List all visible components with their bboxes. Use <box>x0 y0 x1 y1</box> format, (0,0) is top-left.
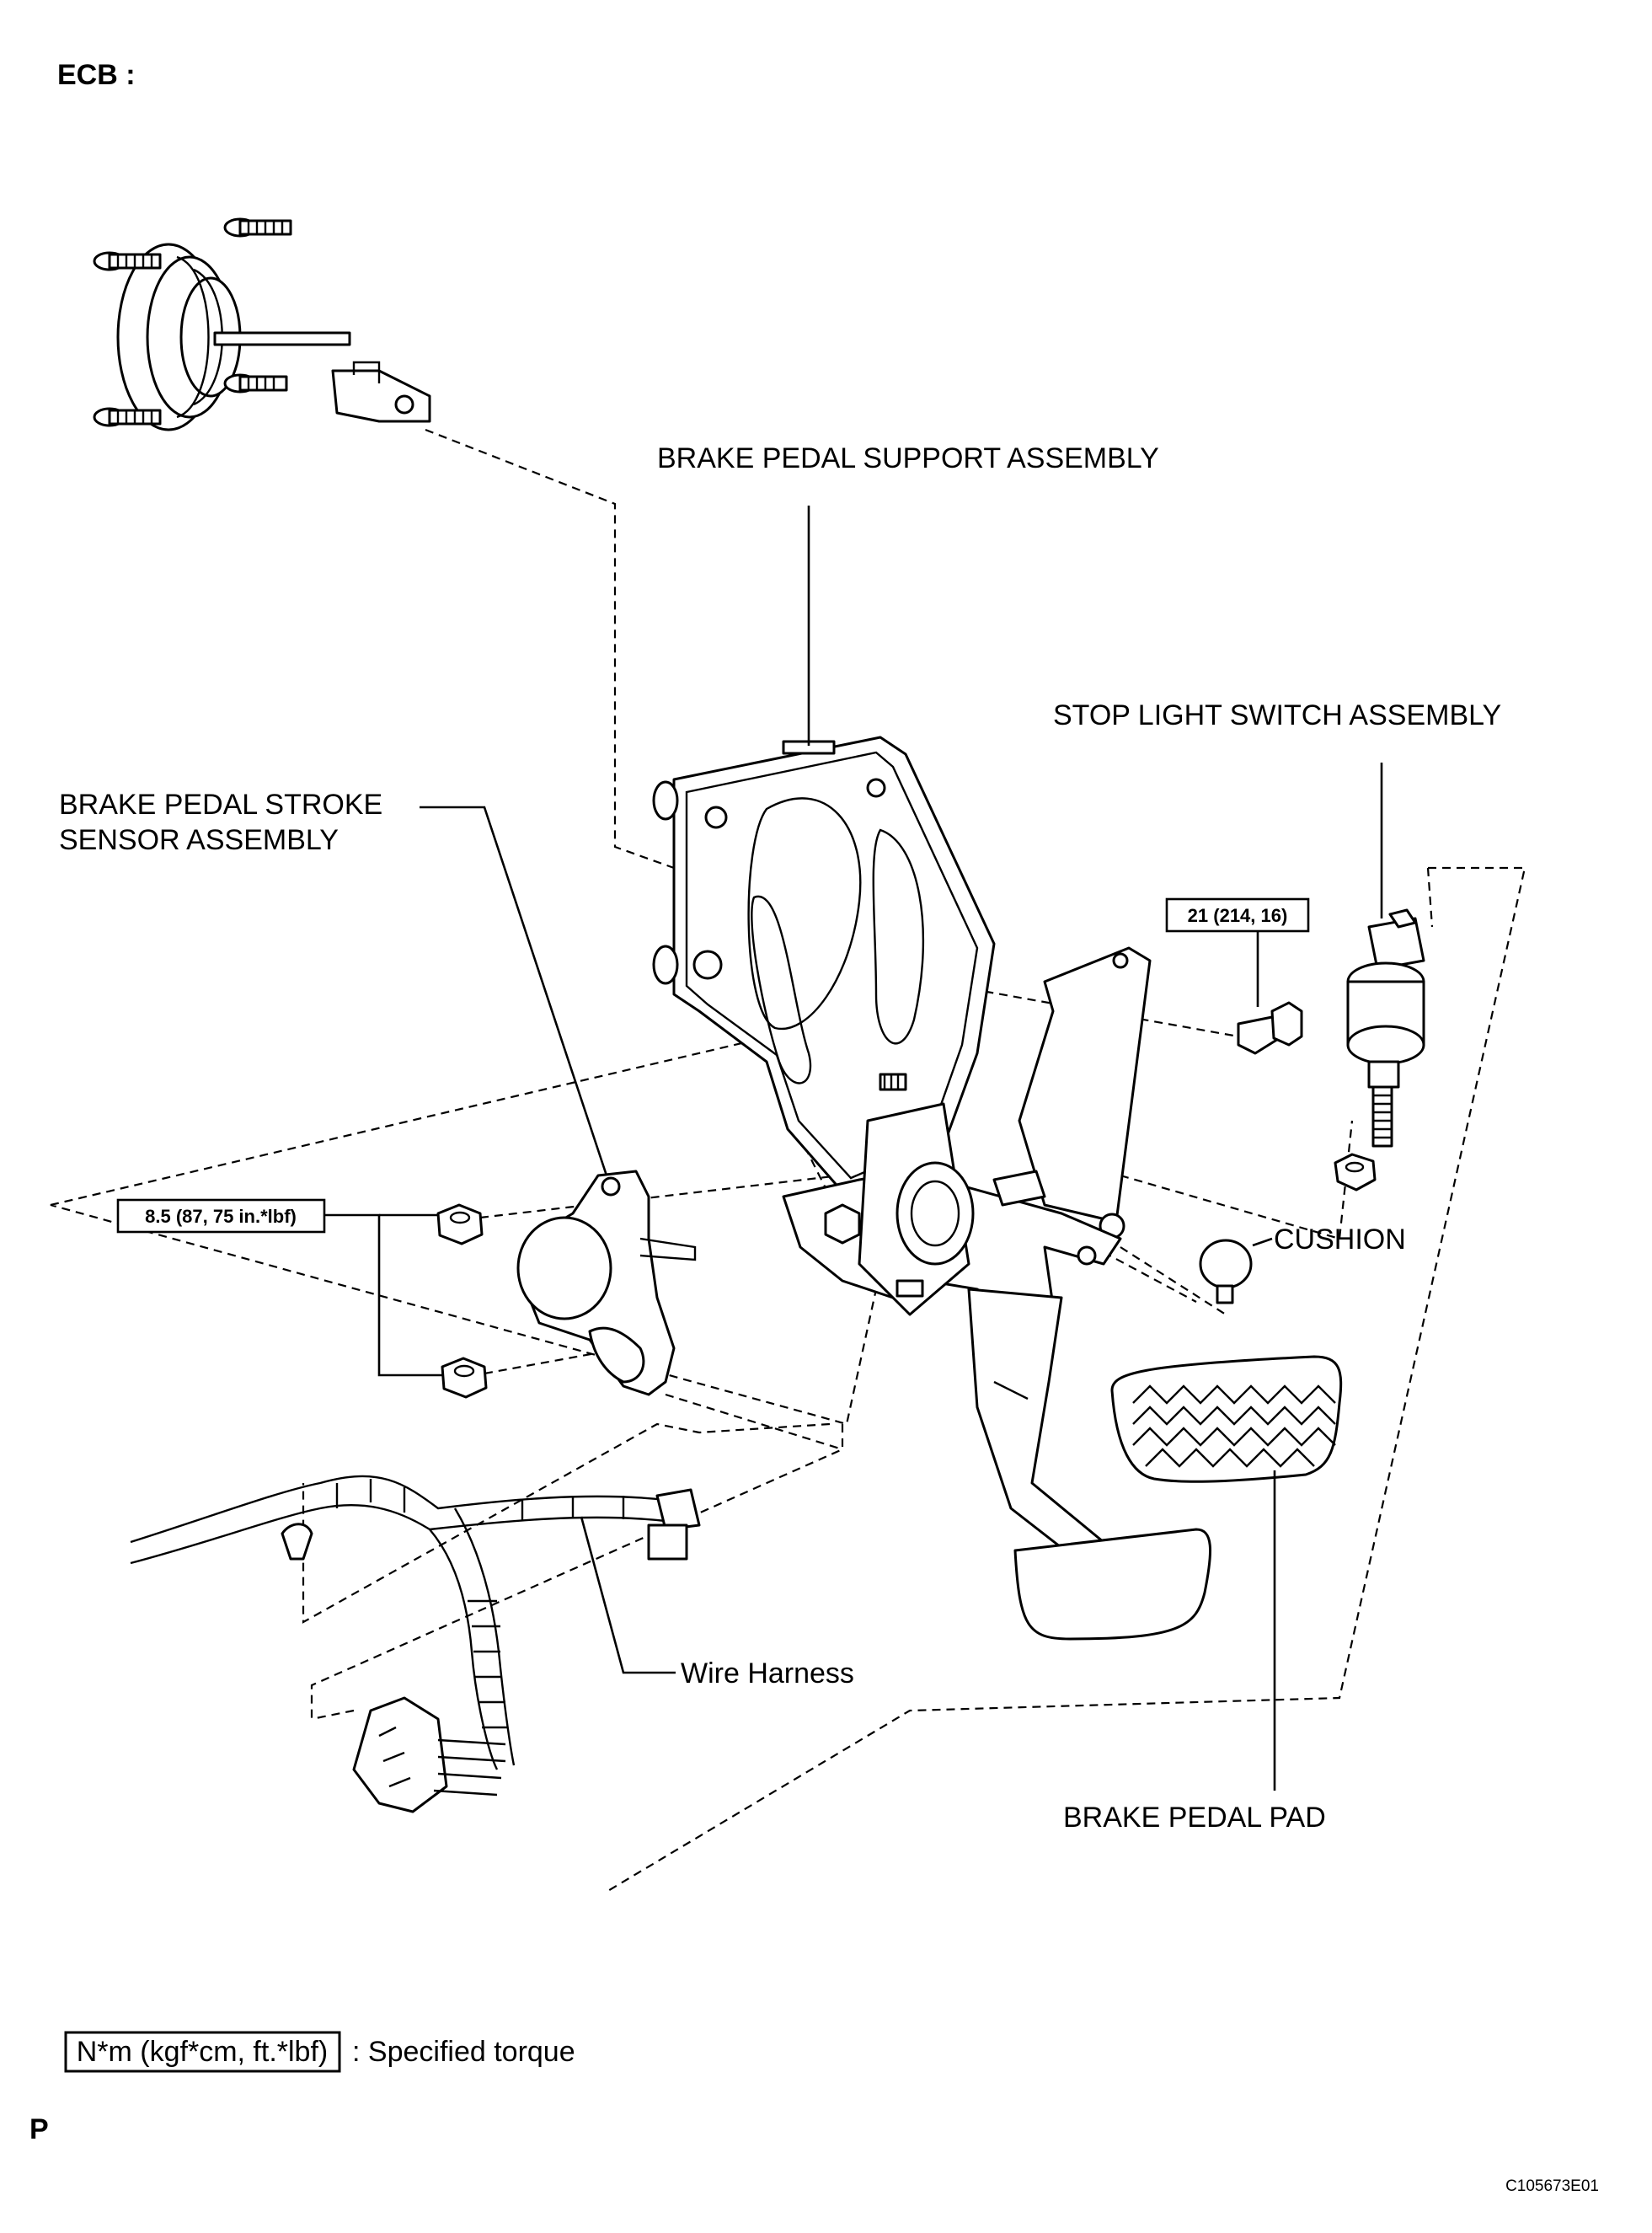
booster-studs <box>93 217 292 427</box>
stop-light-switch-assembly <box>1346 908 1425 1148</box>
wire-harness <box>130 1475 701 1813</box>
torque-sensor-nuts: 8.5 (87, 75 in.*lbf) <box>145 1206 297 1227</box>
brake-booster <box>93 217 431 431</box>
label-stroke-sensor-line2: SENSOR ASSEMBLY <box>59 824 339 856</box>
brake-pedal-support-assembly <box>652 736 1152 1316</box>
leader-cushion <box>1252 1237 1273 1247</box>
label-stop-light-switch: STOP LIGHT SWITCH ASSEMBLY <box>1053 699 1501 731</box>
label-cushion: CUSHION <box>1274 1224 1406 1256</box>
sensor-nut-upper <box>436 1203 484 1245</box>
brake-pedal-stroke-sensor <box>516 1170 697 1396</box>
brake-pedal-arm <box>967 1288 1105 1569</box>
cushion <box>1199 1239 1253 1304</box>
label-brake-pedal-pad: BRAKE PEDAL PAD <box>1063 1802 1326 1834</box>
label-brake-pedal-support: BRAKE PEDAL SUPPORT ASSEMBLY <box>657 442 1159 474</box>
torque-box-sensor-nuts: 8.5 (87, 75 in.*lbf) <box>116 1198 326 1234</box>
label-wire-harness: Wire Harness <box>681 1657 854 1689</box>
pedal-pad-on-arm <box>1013 1528 1212 1641</box>
torque-support-bolt: 21 (214, 16) <box>1188 905 1288 926</box>
switch-lock-nut <box>1334 1153 1377 1191</box>
torque-box-support-bolt: 21 (214, 16) <box>1165 897 1310 933</box>
leader-sensor-nuts <box>324 1213 442 1377</box>
legend-description: : Specified torque <box>352 2036 575 2068</box>
support-bolt <box>1237 1001 1303 1055</box>
label-stroke-sensor-line1: BRAKE PEDAL STROKE <box>59 789 382 821</box>
page-mark: P <box>29 2113 49 2145</box>
leader-wire-harness <box>580 1516 676 1674</box>
leader-lines <box>324 506 1383 1791</box>
figure-code: C105673E01 <box>1505 2177 1599 2195</box>
torque-legend: N*m (kgf*cm, ft.*lbf) : Specified torque <box>64 2031 575 2073</box>
section-header: ECB : <box>57 59 136 91</box>
legend-box-text: N*m (kgf*cm, ft.*lbf) <box>77 2036 328 2068</box>
leader-stroke-sensor <box>420 806 608 1176</box>
brake-pedal-pad <box>1110 1355 1343 1483</box>
sensor-nut-lower <box>441 1357 488 1399</box>
